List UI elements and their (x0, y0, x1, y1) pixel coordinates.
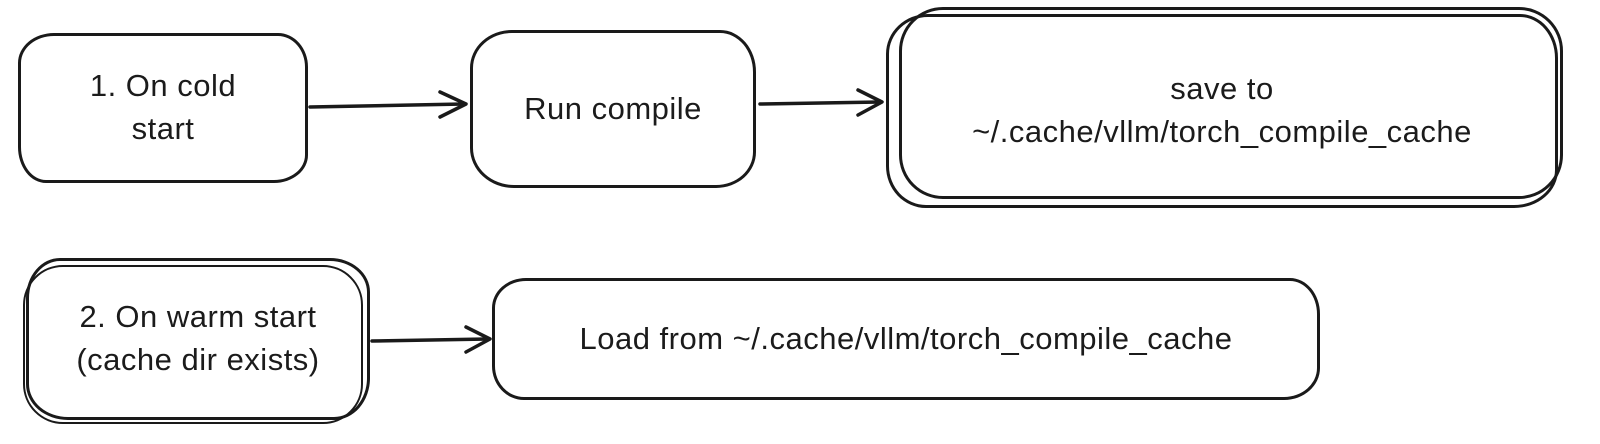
node-load-from-cache-label: Load from ~/.cache/vllm/torch_compile_ca… (579, 320, 1233, 356)
arrow-icon (758, 88, 884, 117)
arrow-compile-to-save (758, 84, 890, 122)
arrow-warm-to-load (370, 320, 498, 358)
node-save-to-cache: save to ~/.cache/vllm/torch_compile_cach… (886, 7, 1563, 208)
arrow-icon (308, 90, 468, 119)
node-run-compile: Run compile (470, 30, 756, 188)
node-warm-start: 2. On warm start (cache dir exists) (23, 258, 370, 424)
node-warm-start-label-line2: (cache dir exists) (76, 342, 320, 377)
node-save-to-cache-label-line2: ~/.cache/vllm/torch_compile_cache (972, 114, 1472, 149)
node-load-from-cache: Load from ~/.cache/vllm/torch_compile_ca… (492, 278, 1320, 400)
node-save-to-cache-label-line1: save to (1170, 71, 1274, 107)
node-warm-start-label-line1: 2. On warm start (79, 299, 317, 335)
node-cold-start-label-line1: 1. On cold (89, 68, 237, 104)
arrow-cold-to-compile (308, 86, 474, 124)
arrow-icon (370, 325, 492, 354)
node-cold-start-label-line2: start (131, 111, 195, 146)
node-cold-start: 1. On cold start (18, 33, 308, 183)
node-run-compile-label: Run compile (524, 90, 702, 126)
